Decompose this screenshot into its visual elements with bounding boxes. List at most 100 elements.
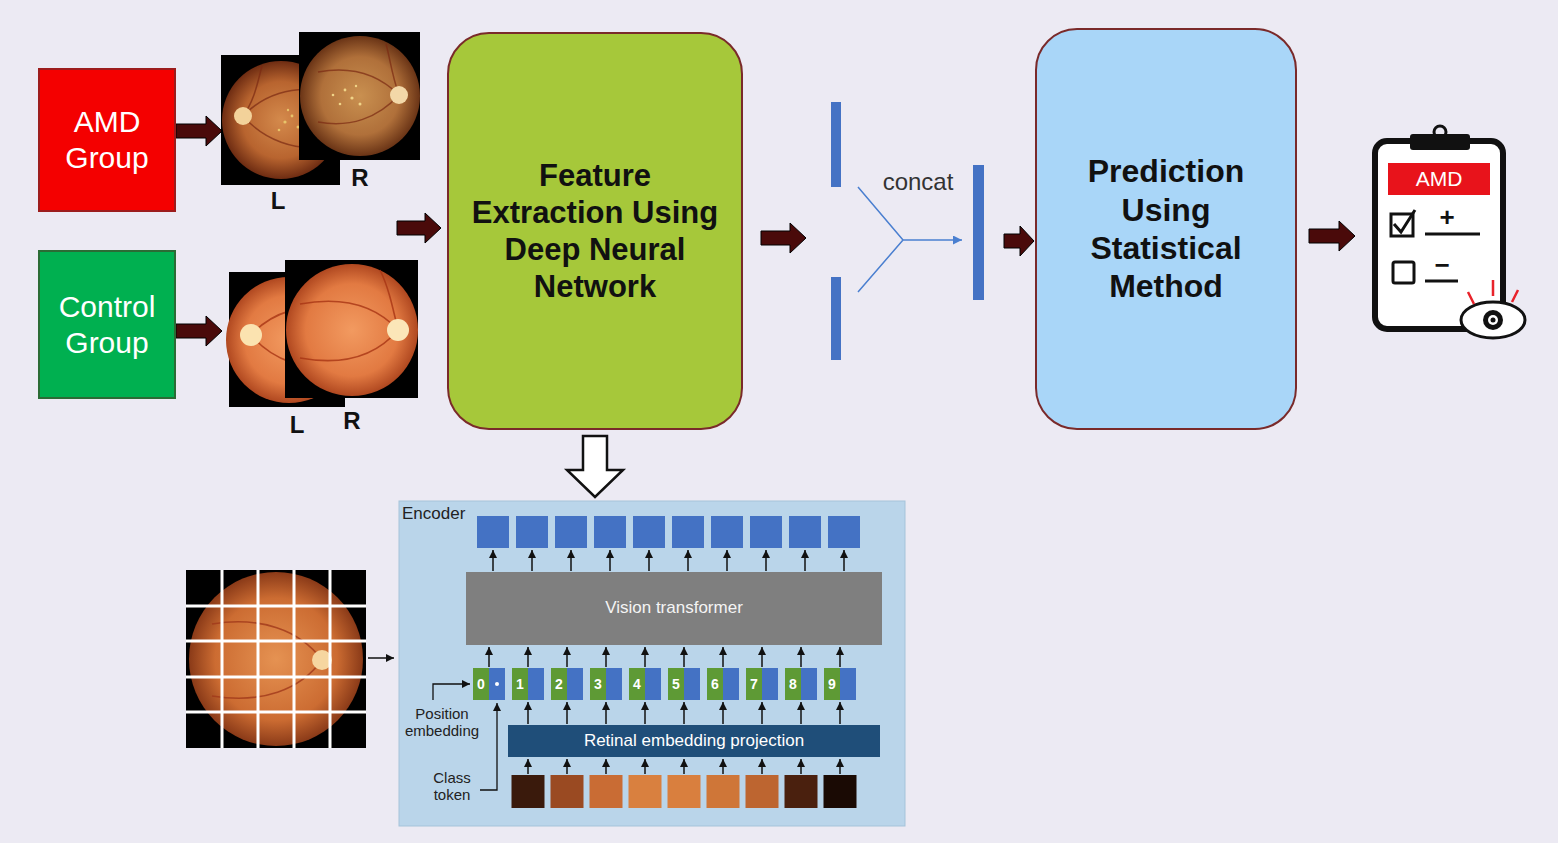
node-text: Control Group <box>46 289 168 361</box>
input-arrow <box>368 657 394 659</box>
position-token <box>512 668 528 700</box>
flow-arrow <box>527 647 529 667</box>
patch-token <box>723 668 739 700</box>
patch-token <box>528 668 544 700</box>
concatenated-vector <box>973 165 984 300</box>
eye-side-label: R <box>343 407 360 435</box>
flow-arrow <box>800 647 802 667</box>
flow-arrow <box>648 550 650 571</box>
patch-grid <box>186 570 366 748</box>
image-frame <box>285 260 418 398</box>
patch-token <box>762 668 778 700</box>
checkmark <box>1394 210 1415 232</box>
output-embedding <box>516 516 548 548</box>
eye-side-label: L <box>271 187 286 215</box>
flow-arrow <box>605 647 607 667</box>
flow-arrow <box>644 759 646 774</box>
output-embedding <box>672 516 704 548</box>
node-text: Vision transformer <box>605 598 743 618</box>
fundus-image-control-right <box>285 260 418 398</box>
image-patch <box>746 775 779 808</box>
fundus-image-amd-right <box>299 32 420 160</box>
flow-arrow <box>566 702 568 724</box>
image-patch <box>785 775 818 808</box>
position-number: 1 <box>516 676 524 692</box>
flow-arrow <box>531 550 533 571</box>
pupil-ring <box>1488 315 1498 325</box>
position-token <box>746 668 762 700</box>
optic-disc <box>387 319 409 341</box>
position-token <box>551 668 567 700</box>
retina <box>300 36 420 156</box>
encoder-panel: EncoderVision transformerRetinal embeddi… <box>399 501 905 826</box>
position-number: 8 <box>789 676 797 692</box>
block-arrow <box>397 213 441 243</box>
feature-vector <box>831 102 841 187</box>
block-arrow <box>1309 221 1355 251</box>
checklist-sign: + <box>1439 203 1454 233</box>
position-number: 9 <box>828 676 836 692</box>
flow-arrow <box>488 647 490 667</box>
encoder-illustration <box>433 516 860 808</box>
flow-arrow <box>726 550 728 571</box>
pain-sparks <box>1468 280 1518 304</box>
concat-label: concat <box>883 168 954 196</box>
retina <box>286 264 418 396</box>
flow-arrow <box>765 550 767 571</box>
flow-arrow <box>722 759 724 774</box>
output-embedding <box>711 516 743 548</box>
flow-arrow <box>839 647 841 667</box>
node-text: AMD Group <box>46 104 168 176</box>
position-token <box>707 668 723 700</box>
process-box: Prediction Using Statistical Method <box>1035 28 1297 430</box>
rule-line <box>1425 233 1480 236</box>
block-arrow <box>1004 226 1034 256</box>
position-number: 0 <box>477 676 485 692</box>
block-arrow <box>176 116 222 146</box>
image-patch <box>668 775 701 808</box>
output-embedding <box>828 516 860 548</box>
flow-arrow <box>761 702 763 724</box>
flow-arrow <box>683 759 685 774</box>
projection-bar: Retinal embedding projection <box>508 725 880 757</box>
transformer-box: Vision transformer <box>466 572 882 645</box>
vessel <box>300 270 398 361</box>
flow-arrow <box>800 702 802 724</box>
image-patch <box>707 775 740 808</box>
patch-token <box>489 668 505 700</box>
position-token <box>785 668 801 700</box>
output-embedding <box>594 516 626 548</box>
patch-token <box>684 668 700 700</box>
node-text: Feature Extraction Using Deep Neural Net… <box>470 157 720 306</box>
flow-arrow <box>605 702 607 724</box>
flow-arrow <box>687 550 689 571</box>
clipboard-clip <box>1410 134 1470 150</box>
patch-token <box>606 668 622 700</box>
position-token <box>473 668 489 700</box>
eye-side-label: L <box>290 411 305 439</box>
optic-disc <box>234 107 252 125</box>
position-token <box>668 668 684 700</box>
concat-lines <box>858 187 903 292</box>
feature-vector <box>831 277 841 360</box>
flow-arrow <box>843 550 845 571</box>
output-embedding <box>633 516 665 548</box>
concat-line <box>903 239 962 241</box>
checkbox <box>1393 262 1414 283</box>
annotation: Position embedding <box>400 705 484 740</box>
clipboard-ring <box>1434 126 1446 138</box>
image-patch <box>824 775 857 808</box>
process-box: Feature Extraction Using Deep Neural Net… <box>447 32 743 430</box>
flow-arrow <box>722 702 724 724</box>
flow-arrow <box>609 550 611 571</box>
optic-disc <box>390 86 408 104</box>
flow-arrow <box>644 702 646 724</box>
pupil-center <box>1491 318 1496 323</box>
clipboard-board <box>1375 141 1503 329</box>
eye <box>1461 302 1525 338</box>
patch-token <box>645 668 661 700</box>
flow-arrow <box>761 647 763 667</box>
